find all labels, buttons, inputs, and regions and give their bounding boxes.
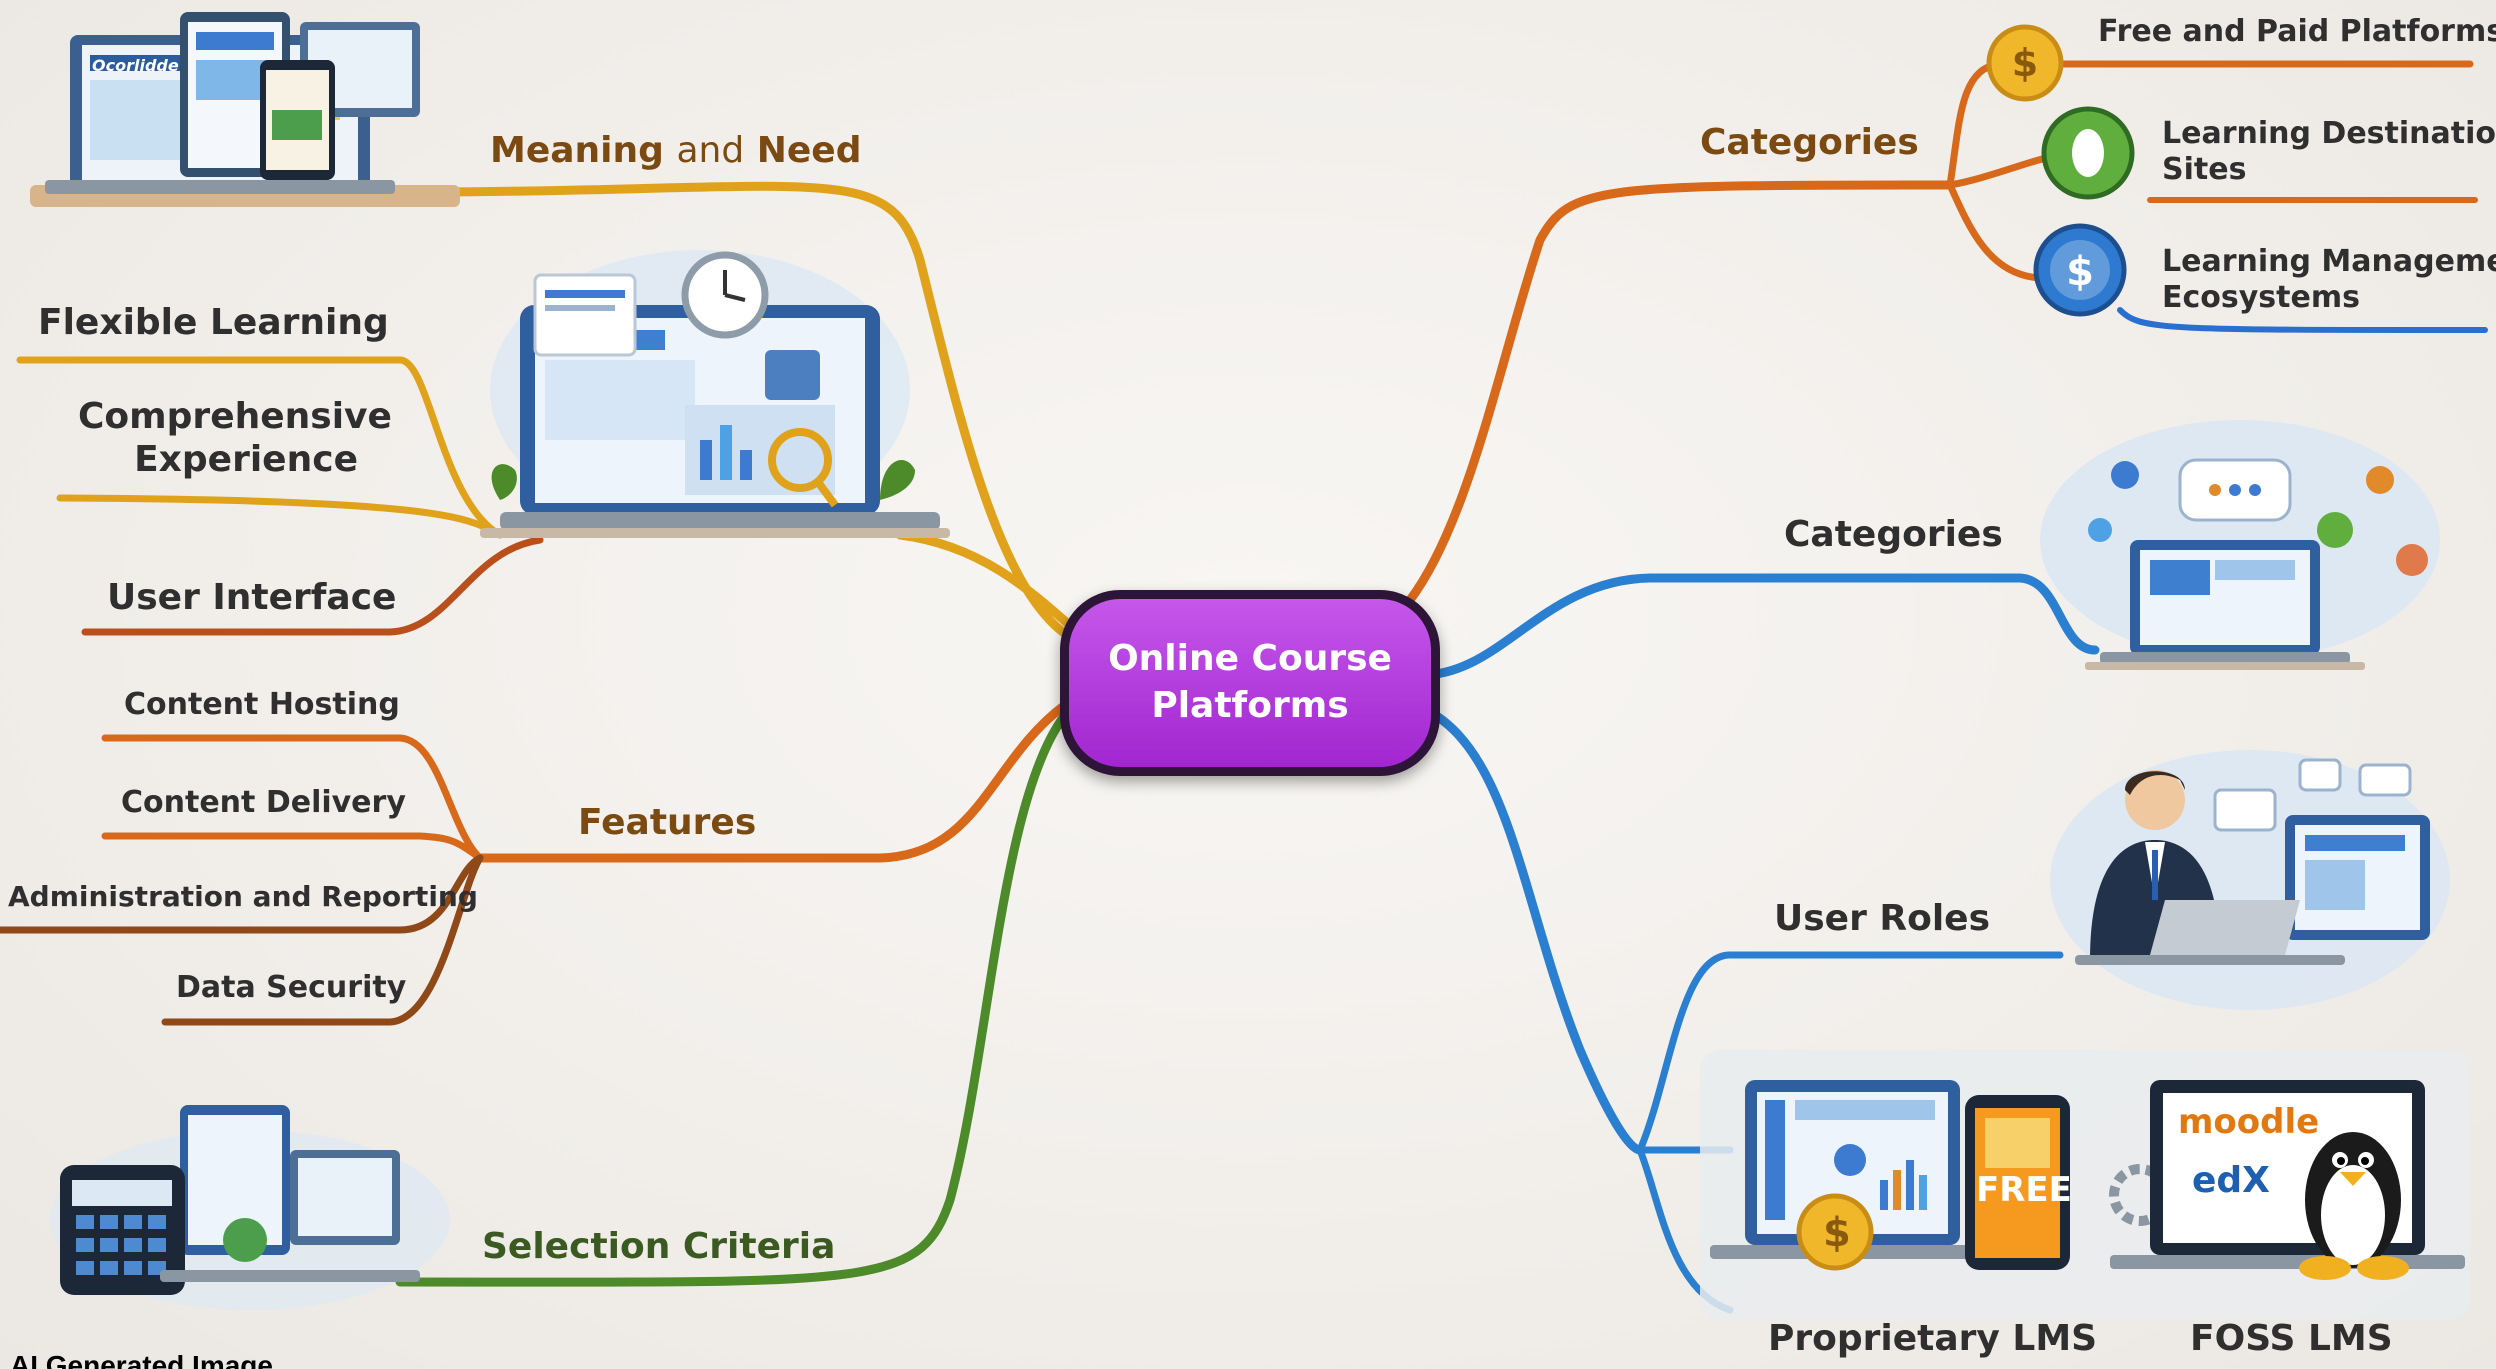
data-security-label: Data Security [176,970,407,1005]
branch-features [475,700,1070,863]
mouse-icon [2041,106,2135,200]
branch-flexible [16,356,504,539]
lms-coin-dollar: $ [1823,1210,1851,1256]
features-label: Features [578,802,757,843]
proprietary-lms-label: Proprietary LMS [1768,1318,2098,1359]
devices-illustration-bottomleft [50,1105,450,1310]
comprehensive-experience-label: Comprehensive Experience [78,396,392,481]
branch-learning-mgmt [1946,181,2044,282]
coin-icon: $ [1986,24,2064,102]
ai-generated-caption: AI Generated Image [10,1350,273,1369]
branch-user-interface [81,536,544,636]
branch-categories-mid [1410,573,2100,680]
administration-reporting-label: Administration and Reporting [8,880,478,913]
content-delivery-label: Content Delivery [121,785,406,820]
branch-comprehensive [56,494,504,539]
content-hosting-label: Content Hosting [124,687,400,722]
svg-text:$: $ [2066,249,2094,295]
selection-criteria-label: Selection Criteria [482,1226,836,1267]
branch-content-delivery [101,832,484,862]
branch-meaning [435,181,1080,645]
user-roles-illustration [2050,750,2450,1010]
proprietary-lms-illustration [1710,1080,2070,1271]
branch-laptop-center [895,530,1080,635]
dollar-badge-icon: $ [2033,223,2127,317]
branch-data-security [161,854,484,1026]
foss-lms-label: FOSS LMS [2190,1318,2393,1359]
branch-user-roles-line [1636,951,2064,1154]
branch-categories-top [1405,180,1955,605]
branch-content-hosting [101,734,484,862]
branch-selection [395,710,1070,1287]
laptop-clock-illustration [480,250,950,538]
laptop-brand-text: Ocorlidde [92,56,179,75]
user-interface-label: User Interface [107,577,397,618]
categories-mid-label: Categories [1784,514,2003,555]
branch-user-roles [1410,700,1645,1155]
free-badge-text: FREE [1976,1170,2072,1210]
flexible-learning-label: Flexible Learning [38,302,389,343]
meaning-need-label: Meaning and Need [490,130,862,171]
free-paid-platforms-label: Free and Paid Platforms [2098,14,2496,49]
branch-learning-mgmt-line [2117,307,2488,333]
categories-top-label: Categories [1700,122,1919,163]
branch-admin [0,854,484,934]
learning-destination-label: Learning Destination Sites [2162,116,2496,187]
categories-laptop-illustration [2040,420,2440,670]
central-topic-node: Online Course Platforms [1060,590,1440,776]
learning-management-label: Learning Management Ecosystems [2162,244,2496,315]
edx-logo-text: edX [2192,1160,2270,1201]
devices-illustration-topleft [30,12,460,207]
foss-lms-illustration [2109,1080,2465,1280]
svg-text:$: $ [2012,41,2038,85]
moodle-logo-text: moodle [2178,1102,2320,1142]
user-roles-label: User Roles [1774,898,1990,939]
